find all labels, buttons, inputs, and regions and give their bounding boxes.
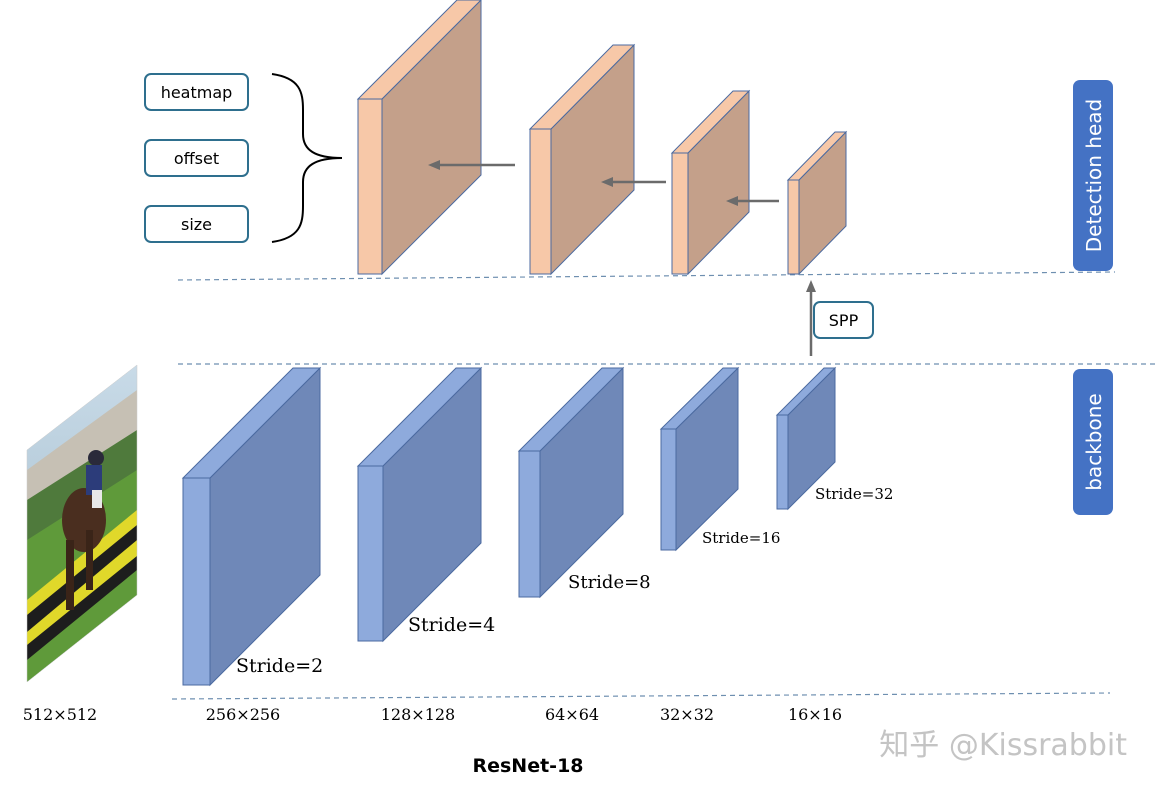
output-box-heatmap: heatmap	[144, 73, 249, 111]
output-label-size: size	[181, 215, 212, 234]
backbone-block-5	[775, 366, 837, 511]
output-box-offset: offset	[144, 139, 249, 177]
output-box-size: size	[144, 205, 249, 243]
diagram-title: ResNet-18	[472, 755, 583, 777]
stride-label-4: Stride=16	[702, 529, 780, 547]
input-image	[26, 364, 138, 683]
stride-label-1: Stride=2	[236, 655, 323, 677]
backbone-text: backbone	[1082, 393, 1106, 490]
head-separator-line	[177, 271, 1116, 281]
output-label-offset: offset	[174, 149, 219, 168]
resolution-label-input: 512×512	[23, 705, 97, 724]
resolution-label-3: 64×64	[545, 705, 599, 724]
resolution-label-2: 128×128	[381, 705, 455, 724]
backbone-block-3	[517, 366, 625, 599]
head-block-4	[786, 130, 848, 276]
spp-label: SPP	[829, 311, 859, 330]
stride-label-3: Stride=8	[568, 572, 651, 593]
detection-head-label: Detection head	[1073, 80, 1113, 271]
upsample-arrow-2	[601, 177, 666, 187]
head-block-3	[670, 89, 751, 276]
detection-head-text: Detection head	[1082, 99, 1106, 252]
spp-box: SPP	[813, 301, 874, 339]
output-label-heatmap: heatmap	[161, 83, 233, 102]
upsample-arrow-1	[428, 160, 515, 170]
spp-arrow	[806, 280, 816, 356]
bottom-separator-line	[171, 692, 1111, 700]
stride-label-5: Stride=32	[815, 485, 893, 503]
upsample-arrow-3	[726, 196, 779, 206]
backbone-block-2	[356, 366, 483, 643]
curly-brace	[271, 73, 343, 243]
head-block-2	[528, 43, 636, 276]
resolution-label-5: 16×16	[788, 705, 842, 724]
backbone-block-4	[659, 366, 740, 552]
backbone-block-1	[181, 366, 322, 687]
resolution-label-1: 256×256	[206, 705, 280, 724]
watermark: 知乎 @Kissrabbit	[879, 728, 1127, 763]
resolution-label-4: 32×32	[660, 705, 714, 724]
stride-label-2: Stride=4	[408, 614, 495, 636]
backbone-label: backbone	[1073, 369, 1113, 515]
head-block-1	[356, 0, 482, 276]
